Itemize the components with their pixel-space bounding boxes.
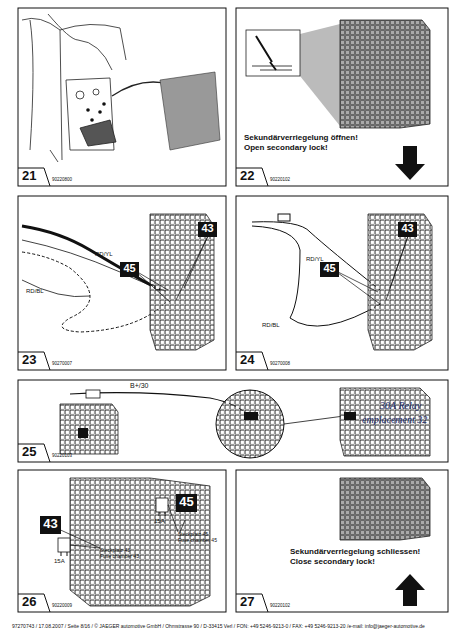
step-number: 25 [22,445,36,459]
callout-number: 43 [201,222,213,234]
label-text: 90220103 [52,454,72,459]
leader-lines [134,236,208,302]
fuse-box [60,404,118,454]
fuses [54,498,185,556]
step-number: 23 [22,353,36,367]
step-number: 24 [240,353,254,367]
callout-number: 43 [401,222,413,234]
detail-circle [216,390,284,458]
fuse-box [340,388,430,456]
callout-box: 43 [198,222,217,237]
arrow-up [395,574,425,606]
label-text: Fuse chamber 43 [100,554,139,560]
label-text: Sekundärverriegelung öffnen! [244,134,358,143]
callout-box: 43 [398,222,417,237]
connector [86,390,100,398]
label-text: Open secondary lock! [244,144,328,153]
callout-box: 45 [120,262,139,277]
fuse-box [368,214,432,350]
label-text: 90270008 [270,362,290,367]
callout-box: 45 [320,262,339,277]
wires [22,226,168,332]
callout-box: 43 [40,516,61,534]
label-text: RD/BL [26,288,44,295]
step-number: 22 [240,169,254,183]
step-number: 27 [240,595,254,609]
label-text: Steckplatz 43 [100,548,130,554]
label-text: 90270007 [52,362,72,367]
handwritten-note: emplacement 32 [362,414,427,425]
callout-box: 45 [176,494,197,512]
fuse-box [340,20,430,128]
label-text: Steckplatz 45 [178,532,208,538]
callout-number: 45 [123,262,135,274]
label-text: Sekundärverriegelung schliessen! [290,548,420,557]
step-number: 21 [22,169,36,183]
label-text: 90220009 [52,604,72,609]
arrow-down [395,146,425,180]
handwritten-note: 30A Relay [380,400,421,411]
label-text: 15A [154,518,165,525]
leader-lines [334,236,408,304]
inset [246,30,300,76]
leader-line [284,416,344,424]
wires [252,214,384,326]
label-text: 90220800 [52,178,72,183]
panel-frames [18,8,448,612]
label-text: 90220102 [270,604,290,609]
label-text: Close secondary lock! [290,558,375,567]
label-text: 97270743 / 17.08.2007 / Seite 8/16 / © J… [12,624,425,630]
label-text: RD/BL [262,322,280,329]
label-text: 90220102 [270,178,290,183]
screwdriver [256,36,276,70]
callout-number: 45 [179,494,193,509]
callout-number: 43 [43,516,57,531]
fuse-cover [160,72,220,150]
step-number: 26 [22,595,36,609]
fuse-box [340,478,430,540]
label-text: B+/30 [130,382,149,390]
label-text: Fuse chamber 45 [178,538,217,544]
label-text: RD/YL [95,251,113,258]
zoom-funnel [300,24,340,126]
label-text: 15A [54,558,65,565]
callout-number: 45 [323,262,335,274]
